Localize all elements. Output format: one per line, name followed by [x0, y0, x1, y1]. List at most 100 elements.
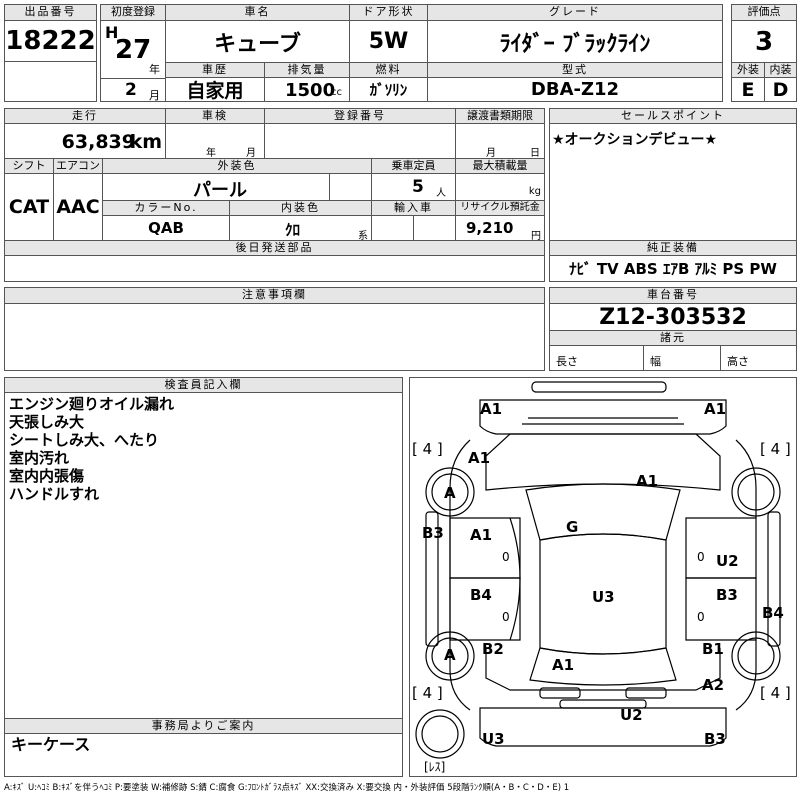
capacity: 5: [412, 177, 424, 197]
inspector-line: 室内内張傷: [9, 467, 85, 485]
inspection-label: 車検: [165, 108, 265, 124]
lot-no-label: 出品番号: [4, 4, 97, 21]
transfer-deadline-label: 譲渡書類期限: [455, 108, 545, 124]
damage-u2-right: U2: [716, 552, 739, 570]
cc-unit: cc: [331, 87, 342, 98]
inspector-line: シートしみ大、へたり: [9, 431, 160, 449]
later-parts-box: [4, 255, 545, 282]
damage-a1-hood: A1: [636, 472, 659, 490]
damage-a1-fender-left: A1: [468, 449, 491, 467]
fuel: ｶﾞｿﾘﾝ: [349, 77, 428, 102]
office-text: キーケース: [11, 735, 91, 754]
mark-0-r2: 0: [697, 610, 705, 624]
first-reg-label: 初度登録: [100, 4, 166, 21]
grade: ﾗｲﾀﾞｰ ﾌﾞﾗｯｸﾗｲﾝ: [427, 20, 723, 63]
import-box-1: [371, 215, 414, 241]
damage-u2-bottom: U2: [620, 706, 643, 724]
damage-u3-roof: U3: [592, 588, 615, 606]
interior-grade: D: [764, 77, 797, 102]
chassis-no: Z12-303532: [549, 303, 797, 331]
mileage-label: 走行: [4, 108, 166, 124]
max-load-box: kg: [455, 173, 545, 201]
reg-year: 27: [115, 35, 152, 65]
first-reg-year-box: H 27 年: [100, 20, 166, 79]
ac: AAC: [53, 173, 103, 241]
caution-label: 注意事項欄: [4, 287, 545, 304]
color-no: QAB: [102, 215, 230, 241]
damage-a1-door-left: A1: [470, 526, 493, 544]
mileage-box: 63,839 km: [4, 123, 166, 159]
score: 3: [731, 20, 797, 63]
exterior-grade: E: [731, 77, 765, 102]
int-color: ｸﾛ: [285, 221, 301, 239]
int-color-label: 内装色: [229, 200, 372, 216]
damage-a2-right: A2: [702, 676, 725, 694]
interior-label: 内装: [764, 62, 797, 78]
import-box-2: [413, 215, 456, 241]
ext-color-box: パール: [102, 173, 330, 201]
sales-point-label: セールスポイント: [549, 108, 797, 124]
int-color-unit: 系: [358, 231, 368, 242]
inspection-box: 年 月: [165, 123, 265, 159]
damage-g-windshield: G: [566, 518, 579, 536]
recycle-box: 9,210 円: [455, 215, 545, 242]
inspector-notes: エンジン廻りオイル漏れ 天張しみ大 シートしみ大、へたり 室内汚れ 室内内張傷 …: [4, 392, 403, 719]
int-color-box: ｸﾛ 系: [229, 215, 372, 242]
import-label: 輸入車: [371, 200, 456, 216]
damage-b2-left: B2: [482, 640, 504, 658]
inspector-line: エンジン廻りオイル漏れ: [9, 395, 175, 413]
inspector-label: 検査員記入欄: [4, 377, 403, 393]
damage-u3-bottom-left: U3: [482, 730, 505, 748]
reg-month: 2: [125, 80, 137, 100]
height-box: 高さ: [720, 345, 797, 371]
mark-0-l1: 0: [502, 550, 510, 564]
length-box: 長さ: [549, 345, 644, 371]
model: DBA-Z12: [427, 77, 723, 102]
ext-color-extra: [329, 173, 372, 201]
insp-month-unit: 月: [246, 148, 256, 159]
lot-no-blank: [4, 61, 97, 102]
inspector-line: ハンドルすれ: [9, 485, 100, 503]
tire-depth-fl: [ 4 ]: [412, 440, 443, 458]
damage-b4-right: B4: [762, 604, 784, 622]
td-day-unit: 日: [530, 148, 540, 159]
ext-color: パール: [193, 180, 247, 201]
office-label: 事務局よりご案内: [4, 718, 403, 734]
mark-0-r1: 0: [697, 550, 705, 564]
damage-b4-left: B4: [470, 586, 492, 604]
era: H: [105, 23, 119, 42]
damage-b1-right: B1: [702, 640, 724, 658]
sales-point-box: ★オークションデビュー★: [549, 123, 797, 241]
damage-a-wheel-fl: A: [444, 484, 456, 502]
transfer-deadline-box: 月 日: [455, 123, 545, 159]
max-load-label: 最大積載量: [455, 158, 545, 174]
mark-0-l2: 0: [502, 610, 510, 624]
damage-b3-bottom-right: B3: [704, 730, 726, 748]
tire-depth-rl: [ 4 ]: [412, 684, 443, 702]
year-unit: 年: [149, 63, 160, 76]
inspector-line: 天張しみ大: [9, 413, 85, 431]
registration-label: 登録番号: [264, 108, 456, 124]
score-label: 評価点: [731, 4, 797, 21]
later-parts-label: 後日発送部品: [4, 240, 545, 256]
ext-color-label: 外装色: [102, 158, 372, 174]
car-diagram: A1 A1 [ 4 ] [ 4 ] A1 A1 A G B3 A1 0 0 U2…: [409, 377, 797, 777]
first-reg-month-box: 2 月: [100, 78, 166, 102]
width-box: 幅: [643, 345, 721, 371]
recycle-label: リサイクル預託金: [455, 200, 545, 216]
damage-a1-front-left: A1: [480, 400, 503, 418]
ac-label: エアコン: [53, 158, 103, 174]
displacement: 1500: [285, 80, 336, 101]
legend: A:ｷｽﾞ U:ﾍｺﾐ B:ｷｽﾞを伴うﾍｺﾐ P:要塗装 W:補修跡 S:錆 …: [4, 783, 570, 793]
shift: CAT: [4, 173, 54, 241]
capacity-label: 乗車定員: [371, 158, 456, 174]
chassis-label: 車台番号: [549, 287, 797, 304]
history: 自家用: [165, 77, 265, 102]
insp-year-unit: 年: [206, 148, 216, 159]
car-name-label: 車名: [165, 4, 350, 21]
capacity-unit: 人: [436, 188, 446, 199]
displacement-box: 1500 cc: [264, 77, 350, 102]
lot-no: 18222: [4, 20, 97, 62]
tire-depth-rr: [ 4 ]: [760, 684, 791, 702]
damage-a-wheel-rl: A: [444, 646, 456, 664]
